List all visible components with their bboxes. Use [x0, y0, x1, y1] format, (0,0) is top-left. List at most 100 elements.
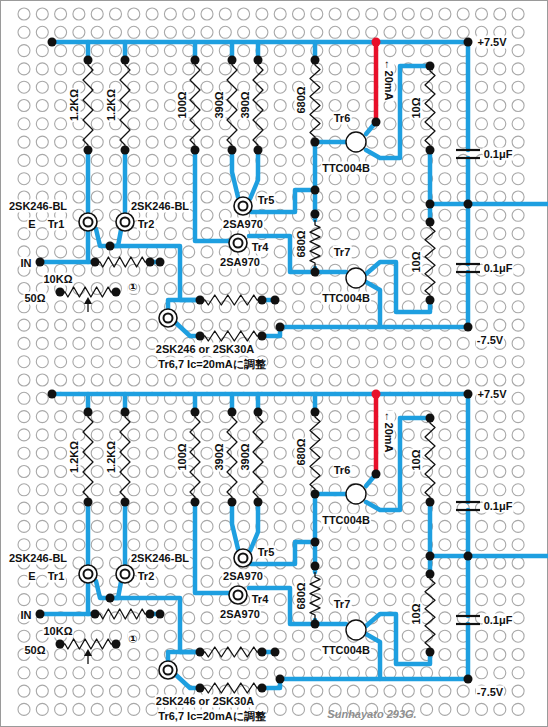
board-hole — [55, 356, 67, 368]
solder-dot — [372, 470, 381, 479]
component-label: Tr6 — [333, 464, 352, 477]
board-hole — [402, 81, 414, 93]
solder-dot — [311, 620, 320, 629]
resistor-symbol — [425, 66, 435, 150]
board-hole — [238, 520, 250, 532]
board-hole — [55, 520, 67, 532]
board-hole — [36, 100, 48, 112]
board-hole — [201, 246, 213, 258]
board-hole — [201, 209, 213, 221]
transistor-symbol — [121, 218, 130, 227]
board-hole — [476, 209, 488, 221]
board-hole — [347, 63, 359, 75]
transistor-symbol — [234, 197, 252, 215]
copper-trace — [110, 598, 200, 652]
board-hole — [146, 667, 158, 679]
board-hole — [439, 191, 451, 203]
component-label: +7.5V — [476, 388, 507, 401]
board-hole — [293, 63, 305, 75]
board-hole — [494, 301, 506, 313]
board-hole — [347, 337, 359, 349]
pot-wiper-arrow — [84, 297, 92, 304]
board-hole — [476, 520, 488, 532]
board-hole — [402, 45, 414, 57]
board-hole — [384, 374, 396, 386]
component-label: +7.5V — [476, 36, 507, 49]
board-hole — [494, 575, 506, 587]
board-hole — [274, 594, 286, 606]
board-hole — [476, 356, 488, 368]
copper-trace — [430, 554, 548, 559]
solder-dot — [258, 648, 267, 657]
copper-trace — [86, 231, 91, 262]
board-hole — [238, 429, 250, 441]
board-hole — [128, 301, 140, 313]
board-hole — [91, 173, 103, 185]
component-label: 50Ω — [23, 292, 46, 305]
board-hole — [73, 246, 85, 258]
board-hole — [439, 612, 451, 624]
board-hole — [329, 228, 341, 240]
board-hole — [183, 246, 195, 258]
solder-dot — [91, 258, 100, 267]
board-hole — [73, 301, 85, 313]
board-hole — [347, 100, 359, 112]
board-hole — [201, 466, 213, 478]
solder-dot — [112, 640, 121, 649]
solder-dot — [426, 498, 435, 507]
board-hole — [402, 557, 414, 569]
board-hole — [146, 502, 158, 514]
board-hole — [55, 685, 67, 697]
board-hole — [512, 374, 524, 386]
board-hole — [18, 484, 30, 496]
board-hole — [36, 594, 48, 606]
board-hole — [457, 356, 469, 368]
board-hole — [128, 466, 140, 478]
board-hole — [73, 594, 85, 606]
board-hole — [384, 209, 396, 221]
board-hole — [73, 502, 85, 514]
resistor-symbol — [310, 220, 320, 268]
board-hole — [110, 337, 122, 349]
board-hole — [55, 301, 67, 313]
board-hole — [457, 8, 469, 20]
board-hole — [274, 484, 286, 496]
component-label: 2SK246-BL — [8, 552, 68, 565]
board-hole — [274, 26, 286, 38]
board-hole — [512, 429, 524, 441]
board-hole — [293, 136, 305, 148]
transistor-symbol — [79, 565, 97, 583]
board-hole — [73, 63, 85, 75]
board-hole — [183, 26, 195, 38]
board-hole — [311, 337, 323, 349]
board-hole — [512, 283, 524, 295]
component-label: 2SK246-BL — [130, 552, 190, 565]
component-label: 1.2KΩ — [105, 88, 118, 122]
board-hole — [476, 136, 488, 148]
board-hole — [73, 191, 85, 203]
board-hole — [110, 703, 122, 715]
board-hole — [36, 411, 48, 423]
board-hole — [347, 8, 359, 20]
board-hole — [36, 356, 48, 368]
board-hole — [329, 45, 341, 57]
board-hole — [439, 118, 451, 130]
board-hole — [476, 8, 488, 20]
board-hole — [91, 337, 103, 349]
board-hole — [201, 575, 213, 587]
board-hole — [256, 484, 268, 496]
board-hole — [55, 411, 67, 423]
board-hole — [238, 667, 250, 679]
board-hole — [146, 45, 158, 57]
board-hole — [494, 594, 506, 606]
board-hole — [476, 484, 488, 496]
board-hole — [55, 63, 67, 75]
board-hole — [293, 154, 305, 166]
component-label: 2SA970 — [219, 608, 261, 621]
solder-dot — [228, 408, 237, 417]
board-hole — [366, 557, 378, 569]
resistor-symbol — [200, 647, 262, 657]
board-hole — [439, 283, 451, 295]
board-hole — [110, 484, 122, 496]
board-hole — [73, 703, 85, 715]
